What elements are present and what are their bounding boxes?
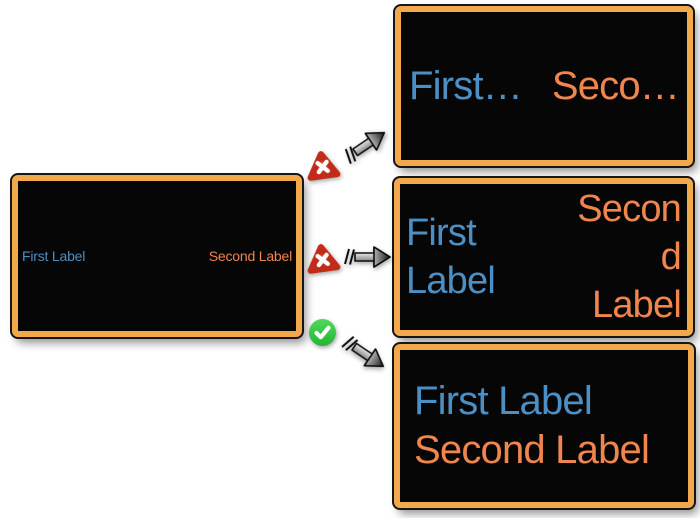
x-triangle-icon (307, 244, 341, 274)
source-first-label: First Label (22, 248, 86, 264)
arrow-icon (344, 246, 391, 268)
source-label-box: First Label Second Label (12, 175, 302, 337)
wrapped-first-line-1: First (406, 212, 477, 254)
truncated-second-label: Seco… (551, 63, 680, 108)
stacked-first-label: First Label (414, 379, 593, 423)
result-stacked-box: First Label Second Label (394, 344, 694, 508)
truncated-first-label: First… (409, 63, 523, 108)
x-triangle-icon (307, 151, 341, 181)
result-truncated-box: First… Seco… (395, 6, 693, 166)
wrapped-first-line-2: Label (406, 260, 496, 302)
arrow-icon (341, 335, 385, 368)
wrapped-second-line-3: Label (592, 284, 682, 326)
wrapped-second-line-1: Secon (577, 188, 682, 230)
result-wrapped-box: First Label Secon d Label (394, 178, 693, 336)
wrapped-first-label: First Label (406, 209, 496, 305)
stacked-second-label: Second Label (414, 428, 650, 472)
wrapped-second-label: Secon d Label (577, 185, 682, 329)
source-second-label: Second Label (208, 248, 292, 264)
wrapped-second-line-2: d (660, 236, 682, 278)
check-circle-icon (309, 319, 336, 346)
arrow-icon (344, 131, 386, 164)
